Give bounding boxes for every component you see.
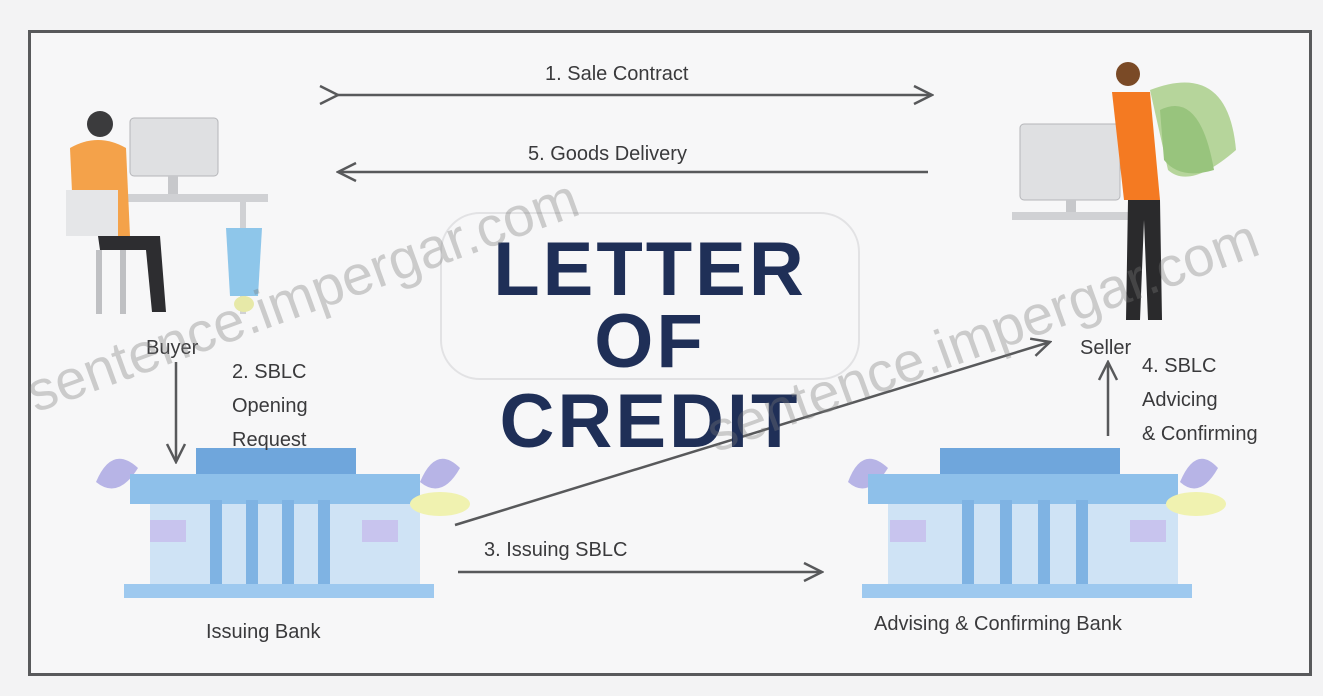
- step1-label: 1. Sale Contract: [545, 63, 689, 85]
- seller-label: Seller: [1080, 337, 1132, 359]
- step2-label-line1: 2. SBLC: [232, 361, 307, 383]
- step2-label-line2: Opening: [232, 395, 308, 417]
- advising-bank-label: Advising & Confirming Bank: [874, 613, 1122, 635]
- step4-label-line2: Advicing: [1142, 389, 1218, 411]
- step4-label-line3: & Confirming: [1142, 423, 1258, 445]
- issuing-bank-label: Issuing Bank: [206, 621, 321, 643]
- buyer-label: Buyer: [146, 337, 199, 359]
- issuing-to-seller-arrow: [454, 342, 1050, 527]
- issuing-bank-building: [96, 448, 470, 598]
- title-line-2: OF CREDIT: [499, 299, 801, 464]
- step3-label: 3. Issuing SBLC: [484, 539, 628, 561]
- advising-bank-building: [848, 448, 1226, 598]
- step4-label-line1: 4. SBLC: [1142, 355, 1217, 377]
- title-box: LETTER OF CREDIT: [440, 212, 860, 462]
- title-line-1: LETTER: [493, 227, 807, 312]
- step5-label: 5. Goods Delivery: [528, 143, 687, 165]
- step2-label-line3: Request: [232, 429, 307, 451]
- seller-illustration: [1012, 62, 1236, 320]
- buyer-illustration: [66, 111, 268, 314]
